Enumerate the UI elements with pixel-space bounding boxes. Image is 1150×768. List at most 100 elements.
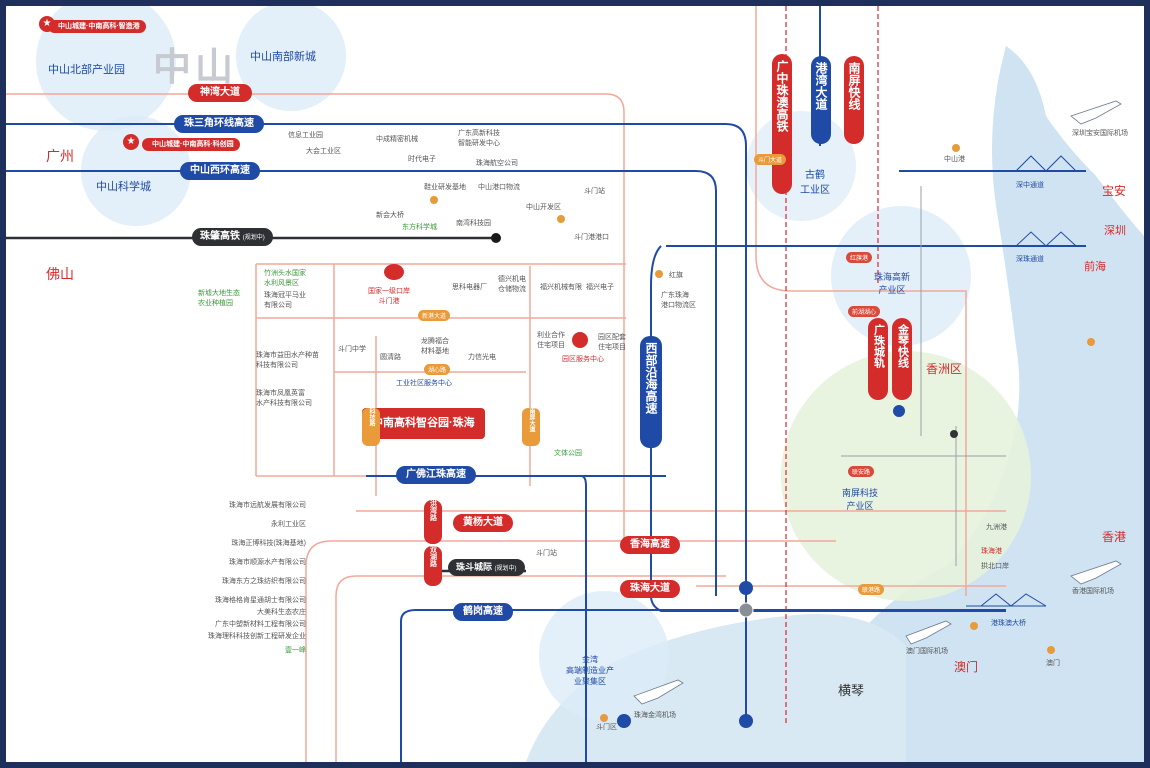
poi-yitian: 珠海市益田水产种苗 科技有限公司	[256, 352, 319, 369]
poi-xinxu: 新墟大地生态 农业种植园	[198, 290, 240, 307]
badge-kechuang: 中山城建·中南高科·科创园	[142, 138, 240, 151]
company-2: 永利工业区	[271, 521, 306, 528]
ferry-pin-zhongshan	[952, 144, 960, 152]
macau-airport: 澳门国际机场	[906, 648, 948, 655]
plane-icon-hk	[1070, 560, 1122, 585]
poi-liye: 利业合作 住宅项目	[537, 332, 565, 349]
zhongshan-port: 中山港	[944, 156, 965, 163]
company-7: 大美科生态农庄	[257, 609, 306, 616]
plane-icon-zhuhai	[633, 679, 684, 705]
company-3: 珠海正博科技(珠海基地)	[231, 540, 306, 547]
north-park-label: 中山北部产业园	[48, 64, 125, 76]
company-9: 珠海理科科技创新工程研发企业	[208, 633, 306, 640]
rail-station-4	[617, 714, 631, 728]
gaoxin-label: 珠海高新 产业区	[874, 272, 911, 295]
hongkong-label: 香港	[1102, 530, 1127, 544]
road-zs-west: 中山西环高速	[180, 162, 260, 180]
map-canvas: 中山城建·中南高科·智造港 ★ 中山 中山北部产业园 中山南部新城 神湾大道 珠…	[6, 6, 1144, 762]
ferry-pin-jiuzhou	[970, 622, 978, 630]
poi-c5: 广东高新科技 智能研发中心	[458, 130, 500, 147]
road-xingang: 新港大道	[418, 310, 451, 321]
port-icon	[384, 264, 404, 280]
qianhai-label: 前海	[1084, 261, 1106, 273]
badge-zhigu: 中山城建·中南高科·智造港	[48, 20, 146, 33]
poi-c1: 信息工业园	[288, 132, 323, 139]
shenzhen-label: 深圳	[1104, 225, 1126, 237]
hongqi-label: 红旗	[669, 272, 683, 279]
road-zhuzhao: 珠肇高铁 (规划中)	[192, 228, 273, 246]
zhongshan-label: 中山	[153, 47, 238, 89]
poi-c12: 新会大桥	[376, 212, 404, 219]
poi-sike: 思科电器厂	[452, 284, 487, 291]
road-xianghai: 香海高速	[620, 536, 680, 554]
poi-fuxing-elec: 福兴电子	[586, 284, 614, 291]
road-zhuzhao-name: 珠肇高铁	[200, 231, 240, 242]
lianhua-port: 珠海港	[981, 548, 1002, 555]
poi-fuxing-mach: 福兴机械有限	[540, 284, 582, 291]
poi-park-housing: 园区配套 住宅项目	[598, 334, 626, 351]
road-huxin: 湖心路	[424, 364, 451, 375]
road-gz-zhu-macau: 广中珠澳高铁	[772, 54, 792, 194]
poi-c8: 中山港口物流	[478, 184, 520, 191]
company-list: 珠海市远航发展有限公司 永利工业区 珠海正博科技(珠海基地) 珠海市顺源水产有限…	[146, 500, 306, 657]
road-guangzhu-cj-text: 广珠城轨	[872, 324, 885, 368]
road-zhudou-name: 珠斗城际	[456, 562, 493, 572]
company-5: 珠海东方之珠纺织有限公司	[222, 578, 306, 585]
zhuzhao-terminus	[491, 233, 501, 243]
shenzhong-label: 深中通道	[1016, 182, 1044, 189]
company-10: 壹一峰	[285, 647, 306, 654]
macau-label: 澳门	[954, 660, 979, 674]
poi-zhuzhou: 竹洲头水国家 水利风景区	[264, 270, 306, 287]
poi-c7: 鞋业研发基地	[424, 184, 466, 191]
poi-yuanqing: 圆清路	[380, 354, 401, 361]
service-label: 园区服务中心	[562, 356, 604, 363]
rail-station-2	[738, 602, 754, 618]
poi-doumen-school: 斗门中学	[338, 346, 366, 353]
road-nanpin-text: 南屏快线	[847, 62, 861, 110]
road-nanpin: 南屏快线	[844, 56, 864, 144]
ferry-pin-1	[430, 196, 438, 204]
xiangzhou-label: 香洲区	[926, 362, 963, 376]
road-shenhai: 神湾大道	[188, 84, 252, 102]
company-1: 珠海市远航发展有限公司	[229, 502, 306, 509]
pill-doumen-ave: 斗门大道	[754, 154, 787, 165]
ferry-pin-hongqi	[655, 270, 663, 278]
gongbei-port: 拱北口岸	[981, 563, 1009, 570]
south-city-label: 中山南部新城	[250, 51, 316, 63]
gujin-label: 古鹤 工业区	[800, 170, 830, 196]
shenzhu-label: 深珠通道	[1016, 256, 1044, 263]
road-hegang: 鹤岗高速	[453, 603, 513, 621]
park-main-label: 中南高科智谷园·珠海	[362, 408, 485, 439]
poi-fenghuang: 珠海市凤凰英富 水产科技有限公司	[256, 390, 312, 407]
plane-icon-shenzhen	[1070, 100, 1122, 125]
road-nanxing-text: 南屏大道	[528, 408, 534, 432]
guangzhou-label: 广州	[46, 148, 74, 164]
jiuzhou-port: 九洲港	[986, 524, 1007, 531]
pill-lianan: 联安路	[848, 466, 875, 477]
road-sanjiao: 珠三角环线高速	[174, 115, 264, 133]
road-keji: 科技路	[362, 408, 380, 446]
doumen-hq: 斗门区	[596, 724, 617, 731]
company-4: 珠海市顺源水产有限公司	[229, 559, 306, 566]
road-keji-text: 科技路	[368, 408, 374, 426]
road-hongqi-text: 洪湾路	[429, 500, 437, 521]
hengqin-label: 横琴	[838, 683, 865, 698]
poi-longteng: 龙腾福合 材料基地	[421, 338, 449, 355]
poi-c2: 大会工业区	[306, 148, 341, 155]
poi-guanping: 珠海冠平马业 有限公司	[264, 292, 306, 309]
sz-airport: 深圳宝安国际机场	[1072, 130, 1128, 137]
sci-city-label: 中山科学城	[96, 181, 151, 193]
poi-c14: 东方科学城	[402, 224, 437, 231]
star-icon: ★	[39, 16, 55, 32]
rail-station-3	[739, 714, 753, 728]
baoan-label: 宝安	[1102, 184, 1127, 198]
poi-doumen-log: 广东珠海 港口物流区	[661, 292, 696, 309]
road-zhudou: 珠斗城际 (规划中)	[448, 559, 525, 576]
xiangzhou-zone	[781, 351, 1031, 601]
port-label: 国家一级口岸 斗门港	[368, 288, 410, 305]
rail-node	[950, 430, 958, 438]
road-jinqin: 金琴快线	[892, 318, 912, 400]
poi-c13: 斗门港港口	[574, 234, 609, 241]
road-gangwan: 港湾大道	[811, 56, 831, 144]
poi-dexing: 德兴机电 仓储物流	[498, 276, 526, 293]
